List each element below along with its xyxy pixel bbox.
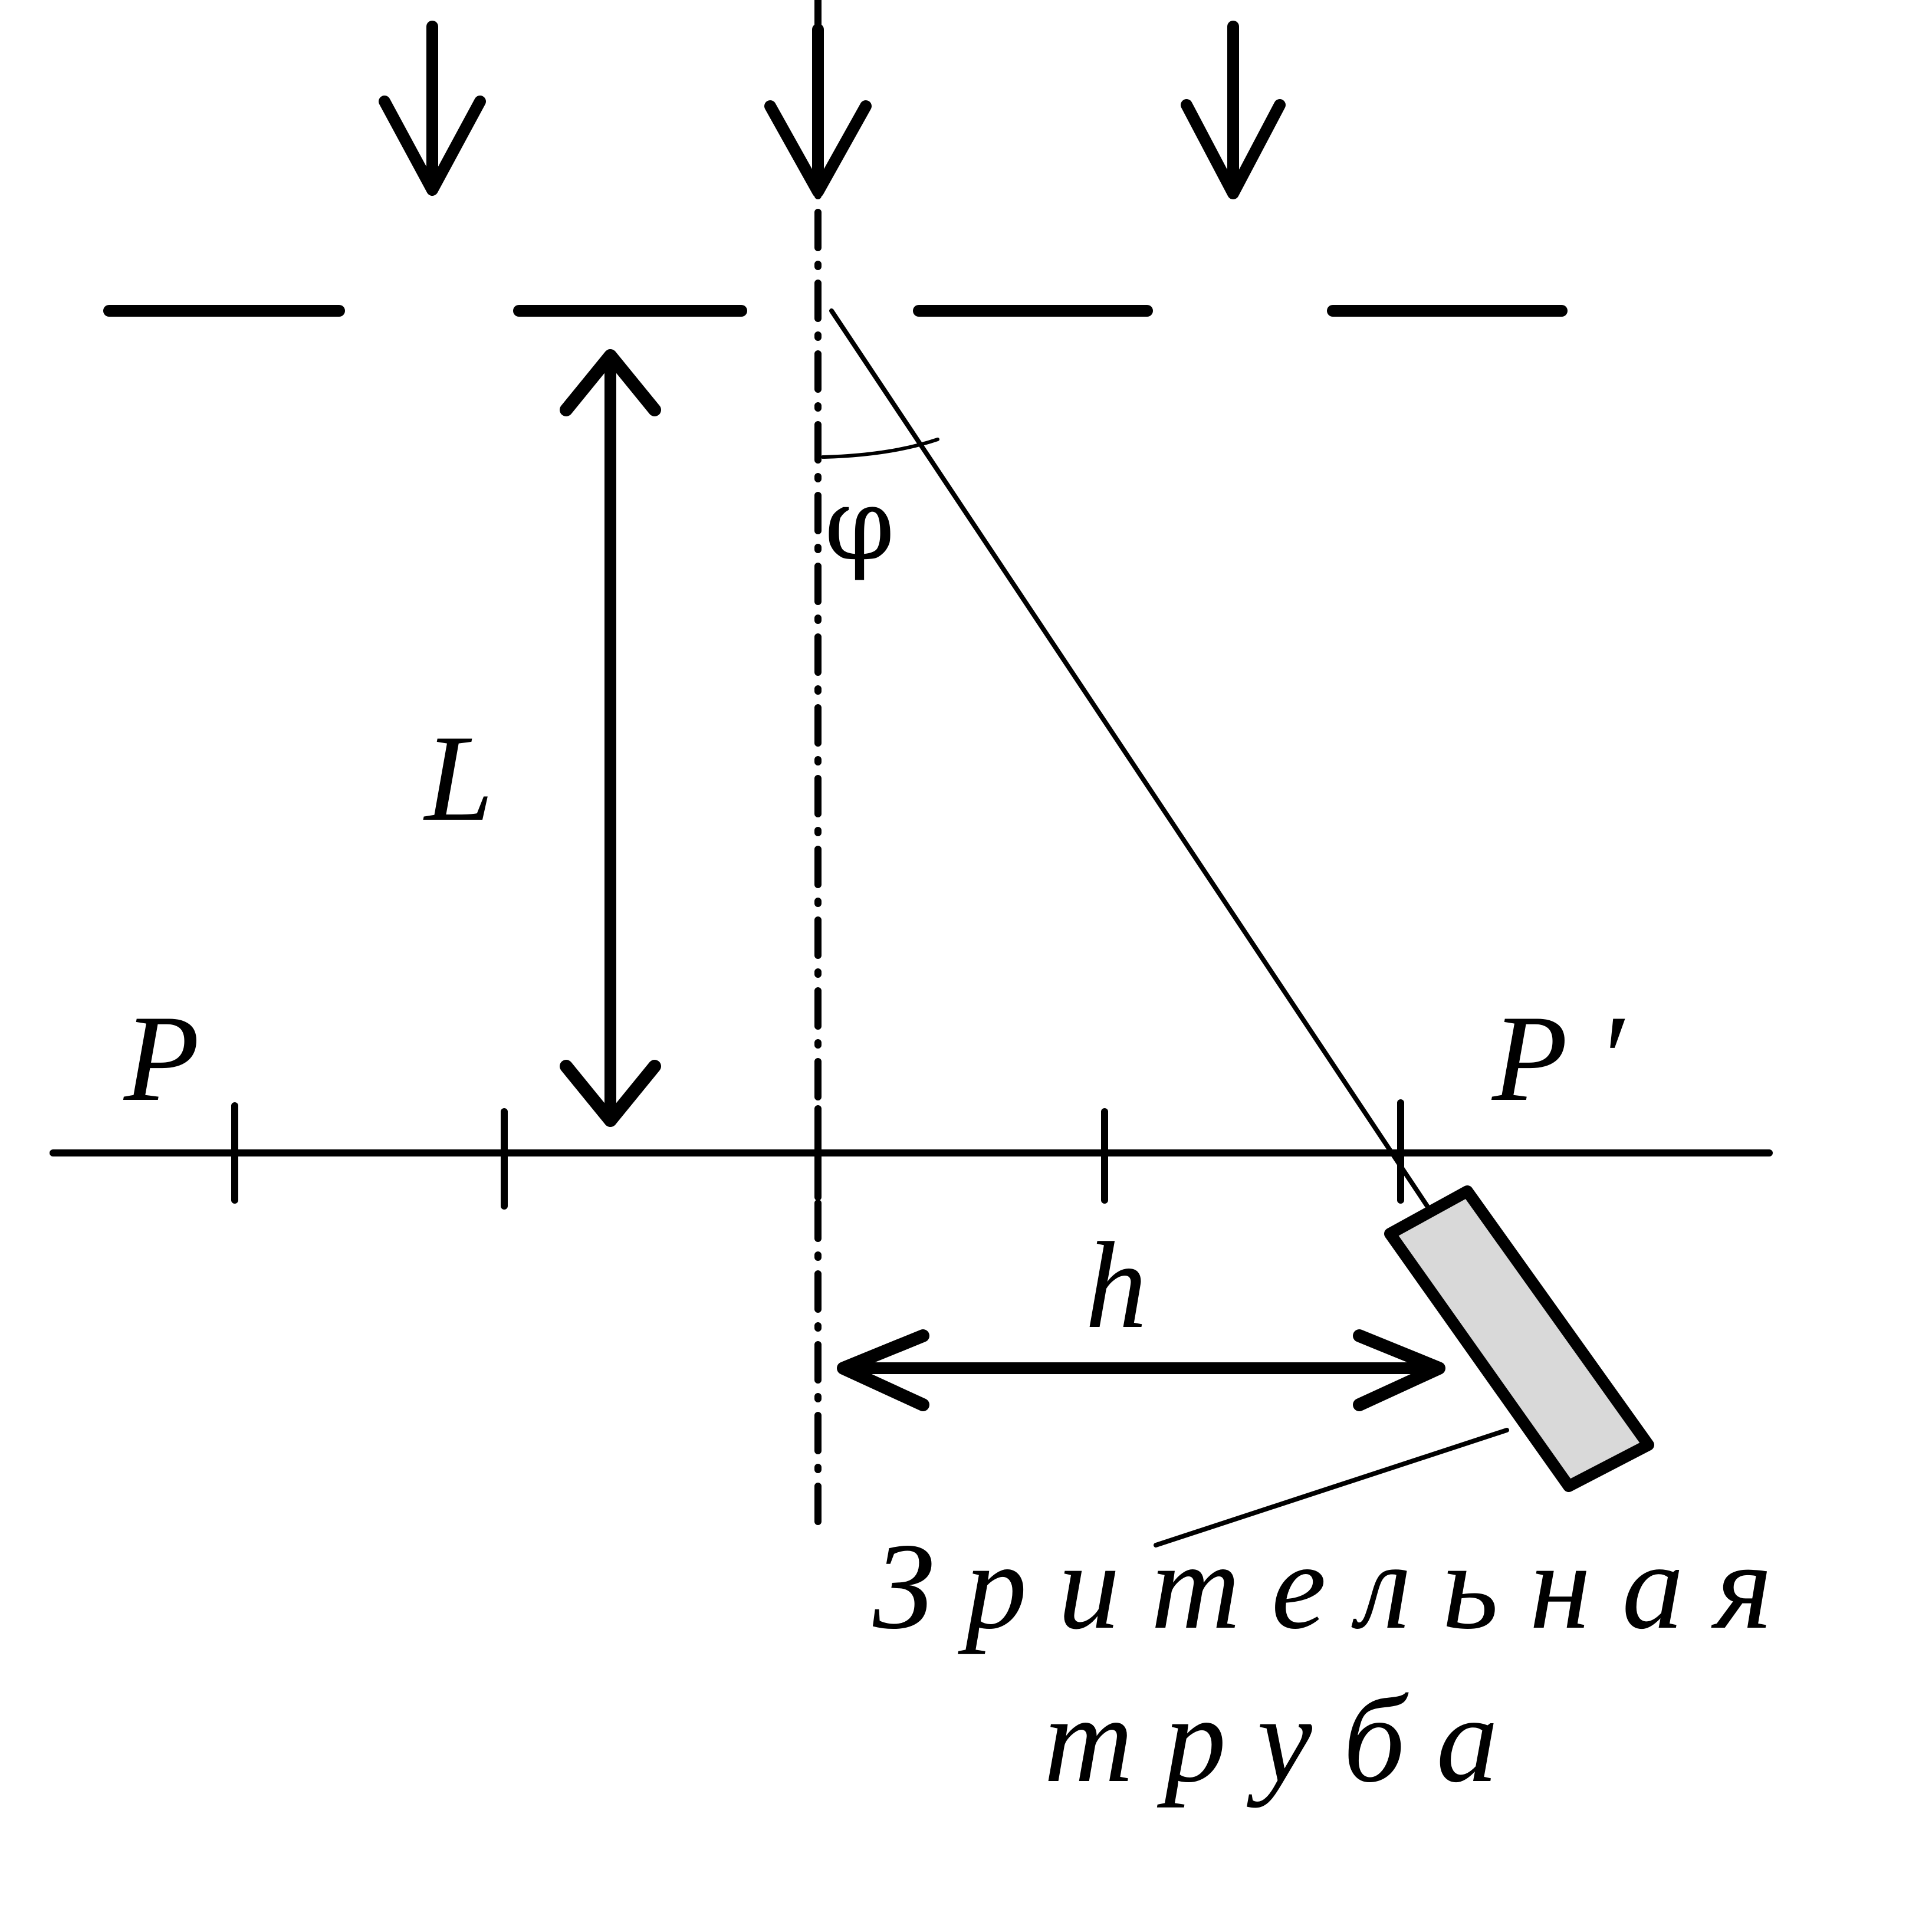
telescope-leader-line [1154, 1428, 1509, 1547]
length-L-label: L [423, 710, 494, 847]
angle-phi-label: φ [824, 466, 895, 583]
diffracted-ray [829, 308, 1430, 1208]
telescope-label-line2: т р у б а [1044, 1671, 1498, 1808]
focal-plane [50, 1099, 1773, 1210]
telescope-label-line1: З р и т е л ь н а я [873, 1518, 1772, 1655]
offset-h-label: h [1085, 1217, 1147, 1354]
plane-P-prime-label: P ′ [1491, 990, 1625, 1127]
incident-ray-arrow-left [379, 21, 486, 196]
length-L-arrow [560, 349, 661, 1127]
telescope [1384, 1185, 1654, 1492]
offset-h-arrow [837, 1329, 1445, 1411]
incident-ray-arrow-right [1181, 21, 1286, 199]
plane-P-label: P [123, 990, 199, 1127]
angle-phi-arc [821, 438, 939, 459]
